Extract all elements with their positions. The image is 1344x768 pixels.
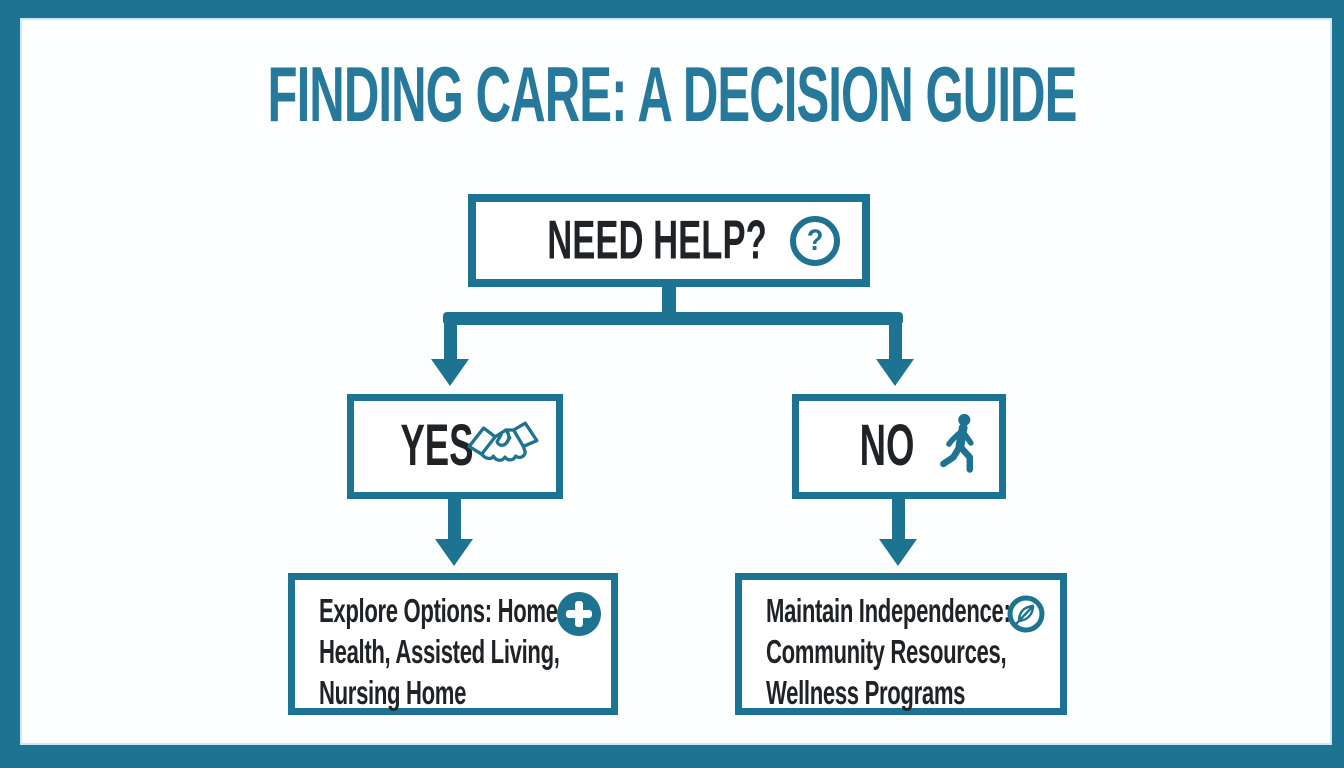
connector-horizontal-bar bbox=[443, 312, 903, 325]
branch-no-node: NO bbox=[792, 394, 1006, 499]
outcome-explore-text: Explore Options: Home Health, Assisted L… bbox=[319, 590, 601, 713]
handshake-icon bbox=[464, 414, 542, 479]
question-glyph: ? bbox=[806, 223, 824, 257]
arrow-down-icon bbox=[879, 539, 917, 566]
question-circle-icon: ? bbox=[790, 215, 840, 266]
outcome-maintain-text: Maintain Independence: Community Resourc… bbox=[766, 590, 1050, 713]
outcome-line: Nursing Home bbox=[319, 674, 467, 711]
arrow-down-icon bbox=[431, 359, 469, 386]
no-label: NO bbox=[859, 412, 915, 478]
outcome-line: Explore Options: Home bbox=[319, 592, 558, 629]
need-help-label: NEED HELP? bbox=[547, 207, 768, 270]
outcome-line: Wellness Programs bbox=[766, 674, 966, 711]
connector-right-drop bbox=[889, 316, 902, 361]
page-title: FINDING CARE: A DECISION GUIDE bbox=[0, 55, 1344, 133]
branch-yes-node: YES bbox=[347, 394, 563, 499]
connector-no-stem bbox=[892, 497, 905, 541]
connector-left-drop bbox=[444, 316, 457, 361]
connector-yes-stem bbox=[448, 497, 461, 541]
outcome-explore-options-node: Explore Options: Home Health, Assisted L… bbox=[288, 573, 618, 715]
medical-plus-icon bbox=[557, 592, 601, 636]
arrow-down-icon bbox=[435, 539, 473, 566]
page-title-text: FINDING CARE: A DECISION GUIDE bbox=[267, 50, 1078, 138]
walking-person-icon bbox=[939, 408, 983, 483]
need-help-node: NEED HELP? ? bbox=[468, 194, 870, 287]
outcome-line: Community Resources, bbox=[766, 633, 1007, 670]
arrow-down-icon bbox=[876, 359, 914, 386]
outcome-maintain-independence-node: Maintain Independence: Community Resourc… bbox=[735, 573, 1067, 715]
outcome-line: Health, Assisted Living, bbox=[319, 633, 560, 670]
outcome-line: Maintain Independence: bbox=[766, 592, 1011, 629]
leaf-icon bbox=[1006, 594, 1046, 639]
yes-label: YES bbox=[400, 412, 474, 478]
connector-root-stem bbox=[662, 286, 676, 316]
